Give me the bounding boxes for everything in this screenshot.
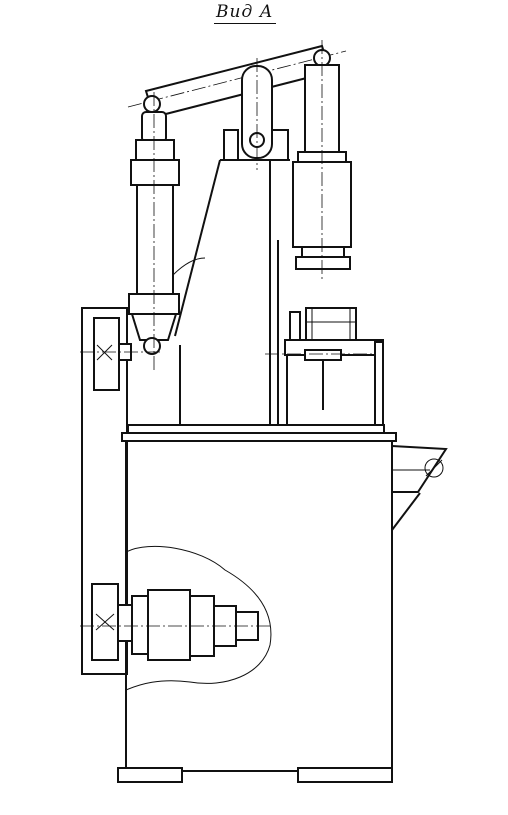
- base-cabinet: [117, 440, 448, 783]
- electric-motor: [80, 589, 270, 661]
- view-label: Вид А: [214, 2, 276, 24]
- left-cylinder: [128, 92, 180, 372]
- cutaway-section: [125, 546, 272, 691]
- frame-column: [172, 129, 290, 425]
- slide-mechanism: [265, 307, 384, 427]
- connecting-link: [241, 58, 273, 170]
- table-plate: [121, 424, 397, 442]
- right-cylinder: [292, 40, 352, 282]
